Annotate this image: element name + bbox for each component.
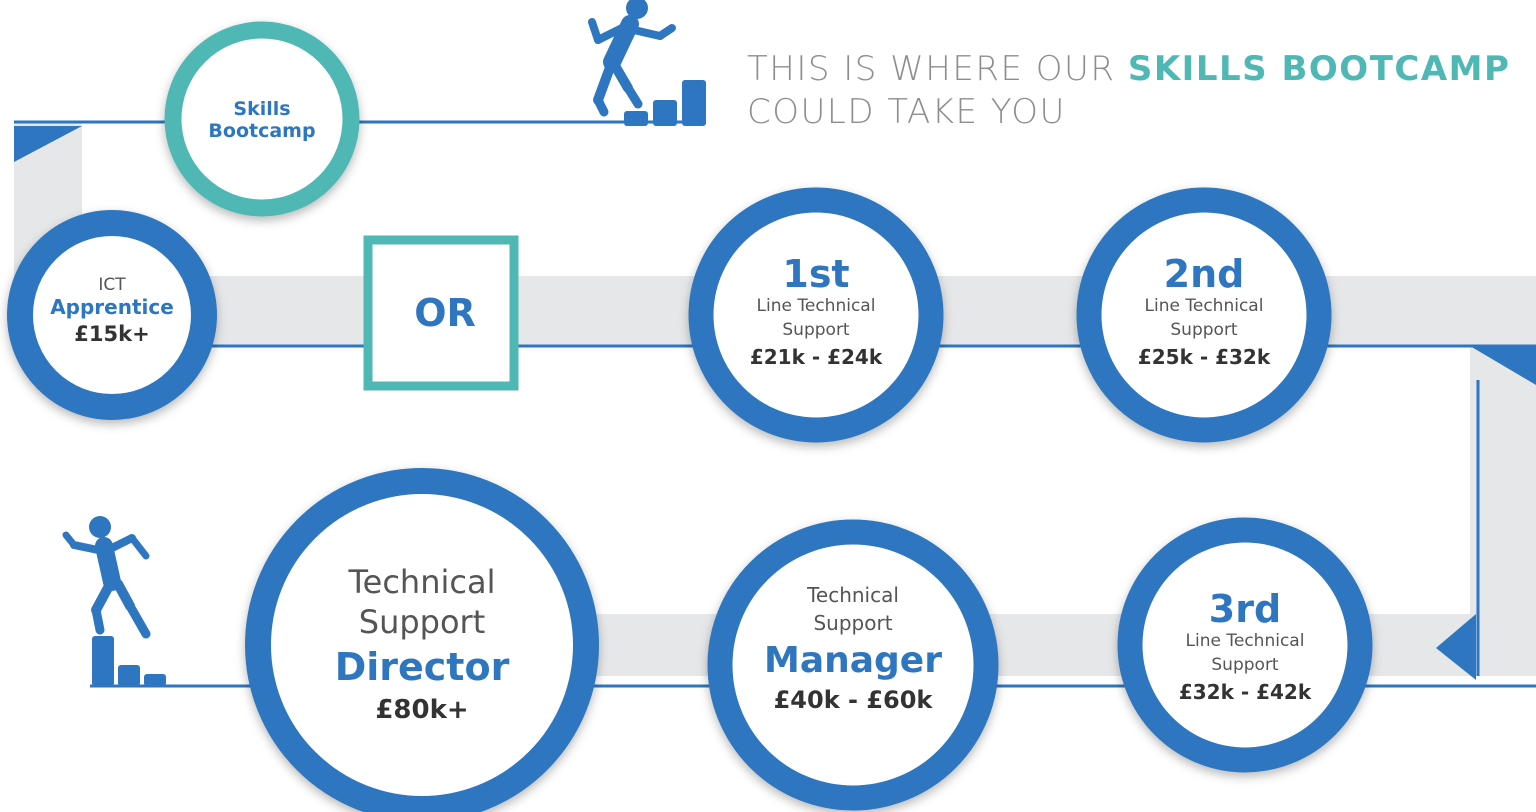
director-salary: £80k+ xyxy=(375,695,469,725)
bootcamp-label: Skills Bootcamp xyxy=(208,98,316,142)
first-line-role-a: Line Technical xyxy=(756,296,876,316)
heading-suffix: COULD TAKE YOU xyxy=(747,92,1066,132)
manager-salary: £40k - £60k xyxy=(773,686,933,714)
second-line-rank: 2nd xyxy=(1163,252,1245,296)
apprentice-node: ICT Apprentice £15k+ xyxy=(42,262,182,362)
arrow-left-icon xyxy=(1436,614,1476,680)
heading-highlight: SKILLS BOOTCAMP xyxy=(1127,49,1511,89)
second-line-salary: £25k - £32k xyxy=(1137,345,1271,369)
stairs-icon xyxy=(624,80,706,126)
director-node: Technical Support Director £80k+ xyxy=(312,545,532,745)
third-line-rank: 3rd xyxy=(1208,587,1282,631)
manager-pre-b: Support xyxy=(813,611,893,635)
director-circle xyxy=(245,468,599,812)
first-line-salary: £21k - £24k xyxy=(749,345,883,369)
apprentice-title: Apprentice xyxy=(50,295,174,319)
first-line-node: 1st Line Technical Support £21k - £24k xyxy=(726,243,906,383)
manager-title: Manager xyxy=(764,640,942,681)
second-line-role-b: Support xyxy=(1170,320,1238,340)
first-line-rank: 1st xyxy=(782,252,850,296)
third-line-salary: £32k - £42k xyxy=(1178,680,1312,704)
apprentice-salary: £15k+ xyxy=(74,322,150,346)
third-line-role-a: Line Technical xyxy=(1185,631,1305,651)
director-title: Director xyxy=(334,645,510,689)
heading-line-1: THIS IS WHERE OUR SKILLS BOOTCAMP xyxy=(747,48,1510,91)
third-line-role-b: Support xyxy=(1211,655,1279,675)
climbing-person-icon xyxy=(62,516,151,639)
second-line-circle xyxy=(1076,187,1332,443)
manager-circle xyxy=(707,519,999,811)
climbing-person-icon xyxy=(588,0,676,117)
page-heading: THIS IS WHERE OUR SKILLS BOOTCAMP COULD … xyxy=(747,48,1510,134)
second-line-role-a: Line Technical xyxy=(1144,296,1264,316)
or-node: OR xyxy=(372,244,518,382)
manager-node: Technical Support Manager £40k - £60k xyxy=(753,568,953,728)
third-line-node: 3rd Line Technical Support £32k - £42k xyxy=(1155,578,1335,718)
apprentice-circle xyxy=(7,210,217,420)
bootcamp-node: Skills Bootcamp xyxy=(200,85,324,155)
arrow-down-icon xyxy=(14,126,82,162)
director-pre-b: Support xyxy=(358,603,486,641)
heading-prefix: THIS IS WHERE OUR xyxy=(747,49,1128,89)
stairs-icon xyxy=(92,636,166,686)
second-line-node: 2nd Line Technical Support £25k - £32k xyxy=(1114,243,1294,383)
bootcamp-circle xyxy=(164,21,360,217)
first-line-circle xyxy=(688,187,944,443)
arrow-down-icon xyxy=(1470,346,1536,385)
director-pre-a: Technical xyxy=(348,563,496,601)
or-label: OR xyxy=(414,291,476,335)
third-line-circle xyxy=(1117,517,1373,773)
first-line-role-b: Support xyxy=(782,320,850,340)
manager-pre-a: Technical xyxy=(807,583,899,607)
apprentice-top: ICT xyxy=(98,275,126,295)
or-box xyxy=(363,235,519,391)
